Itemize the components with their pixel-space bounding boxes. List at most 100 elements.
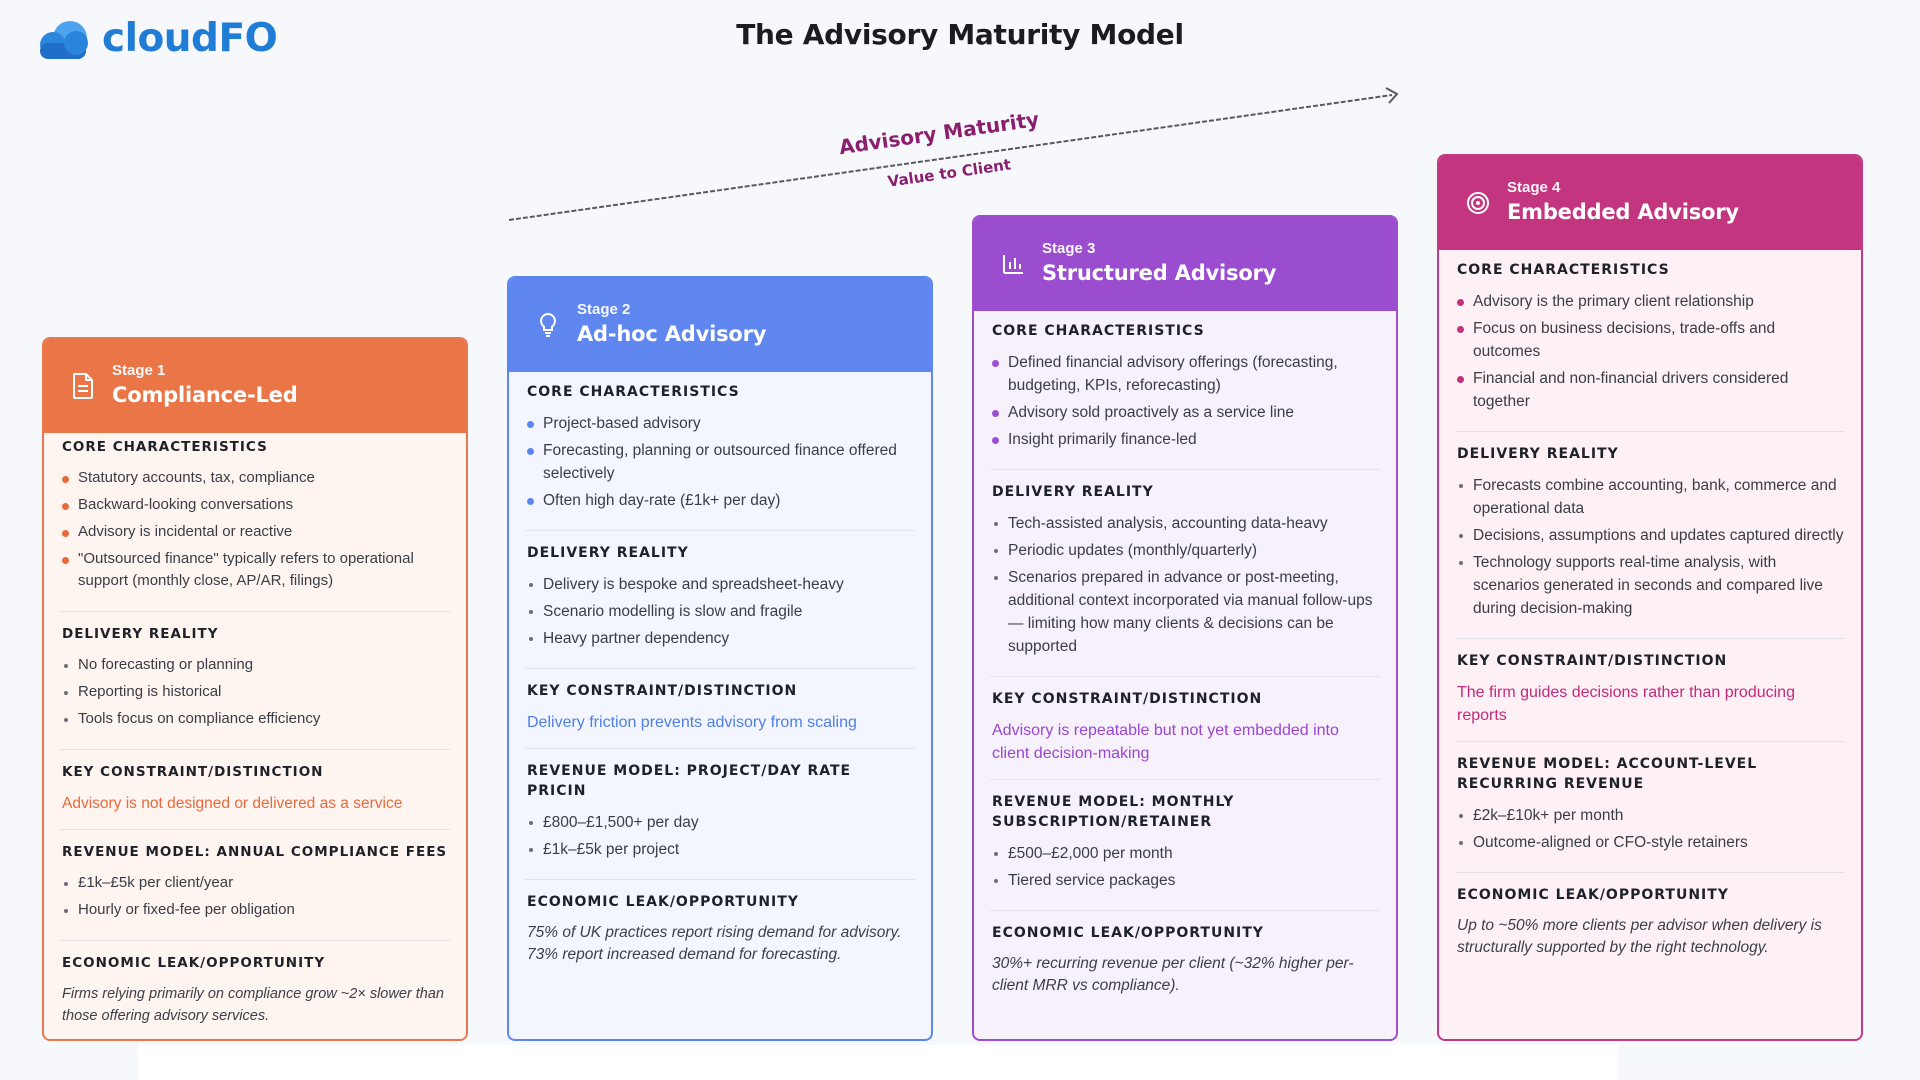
section-title: Core Characteristics: [527, 384, 740, 400]
leak-section: Economic Leak/Opportunity Firms relying …: [60, 941, 450, 1039]
stage-card-3: Stage 3 Structured Advisory Core Charact…: [972, 215, 1398, 1041]
bar-chart-icon: [1000, 251, 1026, 277]
stage-card-1: Stage 1 Compliance-Led Core Characterist…: [42, 337, 468, 1041]
revenue-section: Revenue Model: Project/day rate pricin £…: [525, 749, 915, 880]
list-item: Reporting is historical: [60, 681, 450, 703]
list-item: £800–£1,500+ per day: [525, 811, 915, 834]
list-item: Periodic updates (monthly/quarterly): [990, 539, 1380, 562]
list-item: Financial and non-financial drivers cons…: [1455, 367, 1845, 413]
revenue-section: Revenue Model: Annual compliance fees £1…: [60, 830, 450, 941]
section-title: Core Characteristics: [992, 323, 1205, 339]
list-item: Advisory is the primary client relations…: [1455, 290, 1845, 313]
page-title: The Advisory Maturity Model: [736, 18, 1184, 51]
core-section: Core Characteristics Statutory accounts,…: [60, 433, 450, 612]
stage-label: Stage 2: [577, 301, 631, 318]
section-title: Revenue Model: Monthly subscription/reta…: [992, 794, 1235, 830]
list-item: Outcome-aligned or CFO-style retainers: [1455, 831, 1845, 854]
constraint-text: Advisory is not designed or delivered as…: [62, 795, 403, 812]
list-item: Scenario modelling is slow and fragile: [525, 600, 915, 623]
section-title: Core Characteristics: [62, 439, 268, 455]
list-item: £1k–£5k per client/year: [60, 872, 450, 894]
constraint-section: Key Constraint/Distinction Delivery fric…: [525, 669, 915, 749]
core-section: Core Characteristics Defined financial a…: [990, 311, 1380, 470]
footer-band: [138, 1045, 1618, 1080]
arrow-sublabel: Value to Client: [887, 155, 1012, 190]
section-title: Economic Leak/Opportunity: [527, 894, 799, 910]
section-title: Key Constraint/Distinction: [62, 764, 324, 780]
leak-text: 75% of UK practices report rising demand…: [527, 924, 902, 963]
target-icon: [1465, 190, 1491, 216]
document-icon: [70, 373, 96, 399]
cloudfo-logo: cloudFO: [36, 16, 278, 62]
stage-header: Stage 4 Embedded Advisory: [1439, 156, 1861, 250]
list-item: Often high day-rate (£1k+ per day): [525, 489, 915, 512]
stage-header: Stage 3 Structured Advisory: [974, 217, 1396, 311]
section-title: Key Constraint/Distinction: [527, 683, 798, 699]
constraint-text: Advisory is repeatable but not yet embed…: [992, 722, 1339, 762]
section-title: Economic Leak/Opportunity: [992, 925, 1264, 941]
core-section: Core Characteristics Project-based advis…: [525, 372, 915, 531]
list-item: Forecasts combine accounting, bank, comm…: [1455, 474, 1845, 520]
constraint-text: The firm guides decisions rather than pr…: [1457, 684, 1795, 724]
leak-section: Economic Leak/Opportunity 75% of UK prac…: [525, 880, 915, 980]
stage-label: Stage 4: [1507, 179, 1561, 196]
section-title: Revenue Model: Account-level recurring r…: [1457, 756, 1758, 792]
leak-text: Firms relying primarily on compliance gr…: [62, 986, 444, 1024]
list-item: Forecasting, planning or outsourced fina…: [525, 439, 915, 485]
list-item: Delivery is bespoke and spreadsheet-heav…: [525, 573, 915, 596]
list-item: Statutory accounts, tax, compliance: [60, 467, 450, 489]
list-item: Tiered service packages: [990, 869, 1380, 892]
constraint-section: Key Constraint/Distinction The firm guid…: [1455, 639, 1845, 742]
section-title: Delivery Reality: [62, 626, 219, 642]
stage-header: Stage 2 Ad-hoc Advisory: [509, 278, 931, 372]
core-section: Core Characteristics Advisory is the pri…: [1455, 250, 1845, 432]
list-item: No forecasting or planning: [60, 654, 450, 676]
stage-name: Embedded Advisory: [1507, 200, 1739, 224]
list-item: Decisions, assumptions and updates captu…: [1455, 524, 1845, 547]
stage-name: Ad-hoc Advisory: [577, 322, 767, 346]
stage-label: Stage 1: [112, 362, 166, 379]
section-title: Delivery Reality: [992, 484, 1154, 500]
section-title: Economic Leak/Opportunity: [62, 955, 326, 971]
lightbulb-icon: [535, 312, 561, 338]
leak-section: Economic Leak/Opportunity Up to ~50% mor…: [1455, 873, 1845, 973]
section-title: Economic Leak/Opportunity: [1457, 887, 1729, 903]
stage-card-2: Stage 2 Ad-hoc Advisory Core Characteris…: [507, 276, 933, 1041]
list-item: Hourly or fixed-fee per obligation: [60, 899, 450, 921]
list-item: £500–£2,000 per month: [990, 842, 1380, 865]
section-title: Core Characteristics: [1457, 262, 1670, 278]
constraint-text: Delivery friction prevents advisory from…: [527, 714, 857, 731]
logo-text: cloudFO: [102, 16, 278, 61]
section-title: Revenue Model: Project/day rate pricin: [527, 763, 852, 799]
arrow-label: Advisory Maturity: [837, 107, 1040, 159]
list-item: Advisory is incidental or reactive: [60, 521, 450, 543]
leak-text: Up to ~50% more clients per advisor when…: [1457, 917, 1822, 956]
stage-header: Stage 1 Compliance-Led: [44, 339, 466, 433]
list-item: Advisory sold proactively as a service l…: [990, 401, 1380, 424]
list-item: Scenarios prepared in advance or post-me…: [990, 566, 1380, 658]
delivery-section: Delivery Reality Forecasts combine accou…: [1455, 432, 1845, 639]
list-item: £1k–£5k per project: [525, 838, 915, 861]
stage-card-4: Stage 4 Embedded Advisory Core Character…: [1437, 154, 1863, 1041]
stage-label: Stage 3: [1042, 240, 1096, 257]
stage-name: Structured Advisory: [1042, 261, 1277, 285]
stage-name: Compliance-Led: [112, 383, 298, 407]
list-item: Insight primarily finance-led: [990, 428, 1380, 451]
list-item: Focus on business decisions, trade-offs …: [1455, 317, 1845, 363]
section-title: Key Constraint/Distinction: [1457, 653, 1728, 669]
section-title: Delivery Reality: [527, 545, 689, 561]
list-item: "Outsourced finance" typically refers to…: [60, 548, 450, 592]
leak-section: Economic Leak/Opportunity 30%+ recurring…: [990, 911, 1380, 1011]
list-item: Heavy partner dependency: [525, 627, 915, 650]
list-item: Tools focus on compliance efficiency: [60, 708, 450, 730]
revenue-section: Revenue Model: Monthly subscription/reta…: [990, 780, 1380, 911]
cloud-logo-icon: [40, 21, 88, 59]
constraint-section: Key Constraint/Distinction Advisory is n…: [60, 750, 450, 830]
section-title: Revenue Model: Annual compliance fees: [62, 844, 448, 860]
list-item: Technology supports real-time analysis, …: [1455, 551, 1845, 620]
leak-text: 30%+ recurring revenue per client (~32% …: [992, 955, 1354, 994]
list-item: Tech-assisted analysis, accounting data-…: [990, 512, 1380, 535]
list-item: £2k–£10k+ per month: [1455, 804, 1845, 827]
constraint-section: Key Constraint/Distinction Advisory is r…: [990, 677, 1380, 780]
section-title: Delivery Reality: [1457, 446, 1619, 462]
